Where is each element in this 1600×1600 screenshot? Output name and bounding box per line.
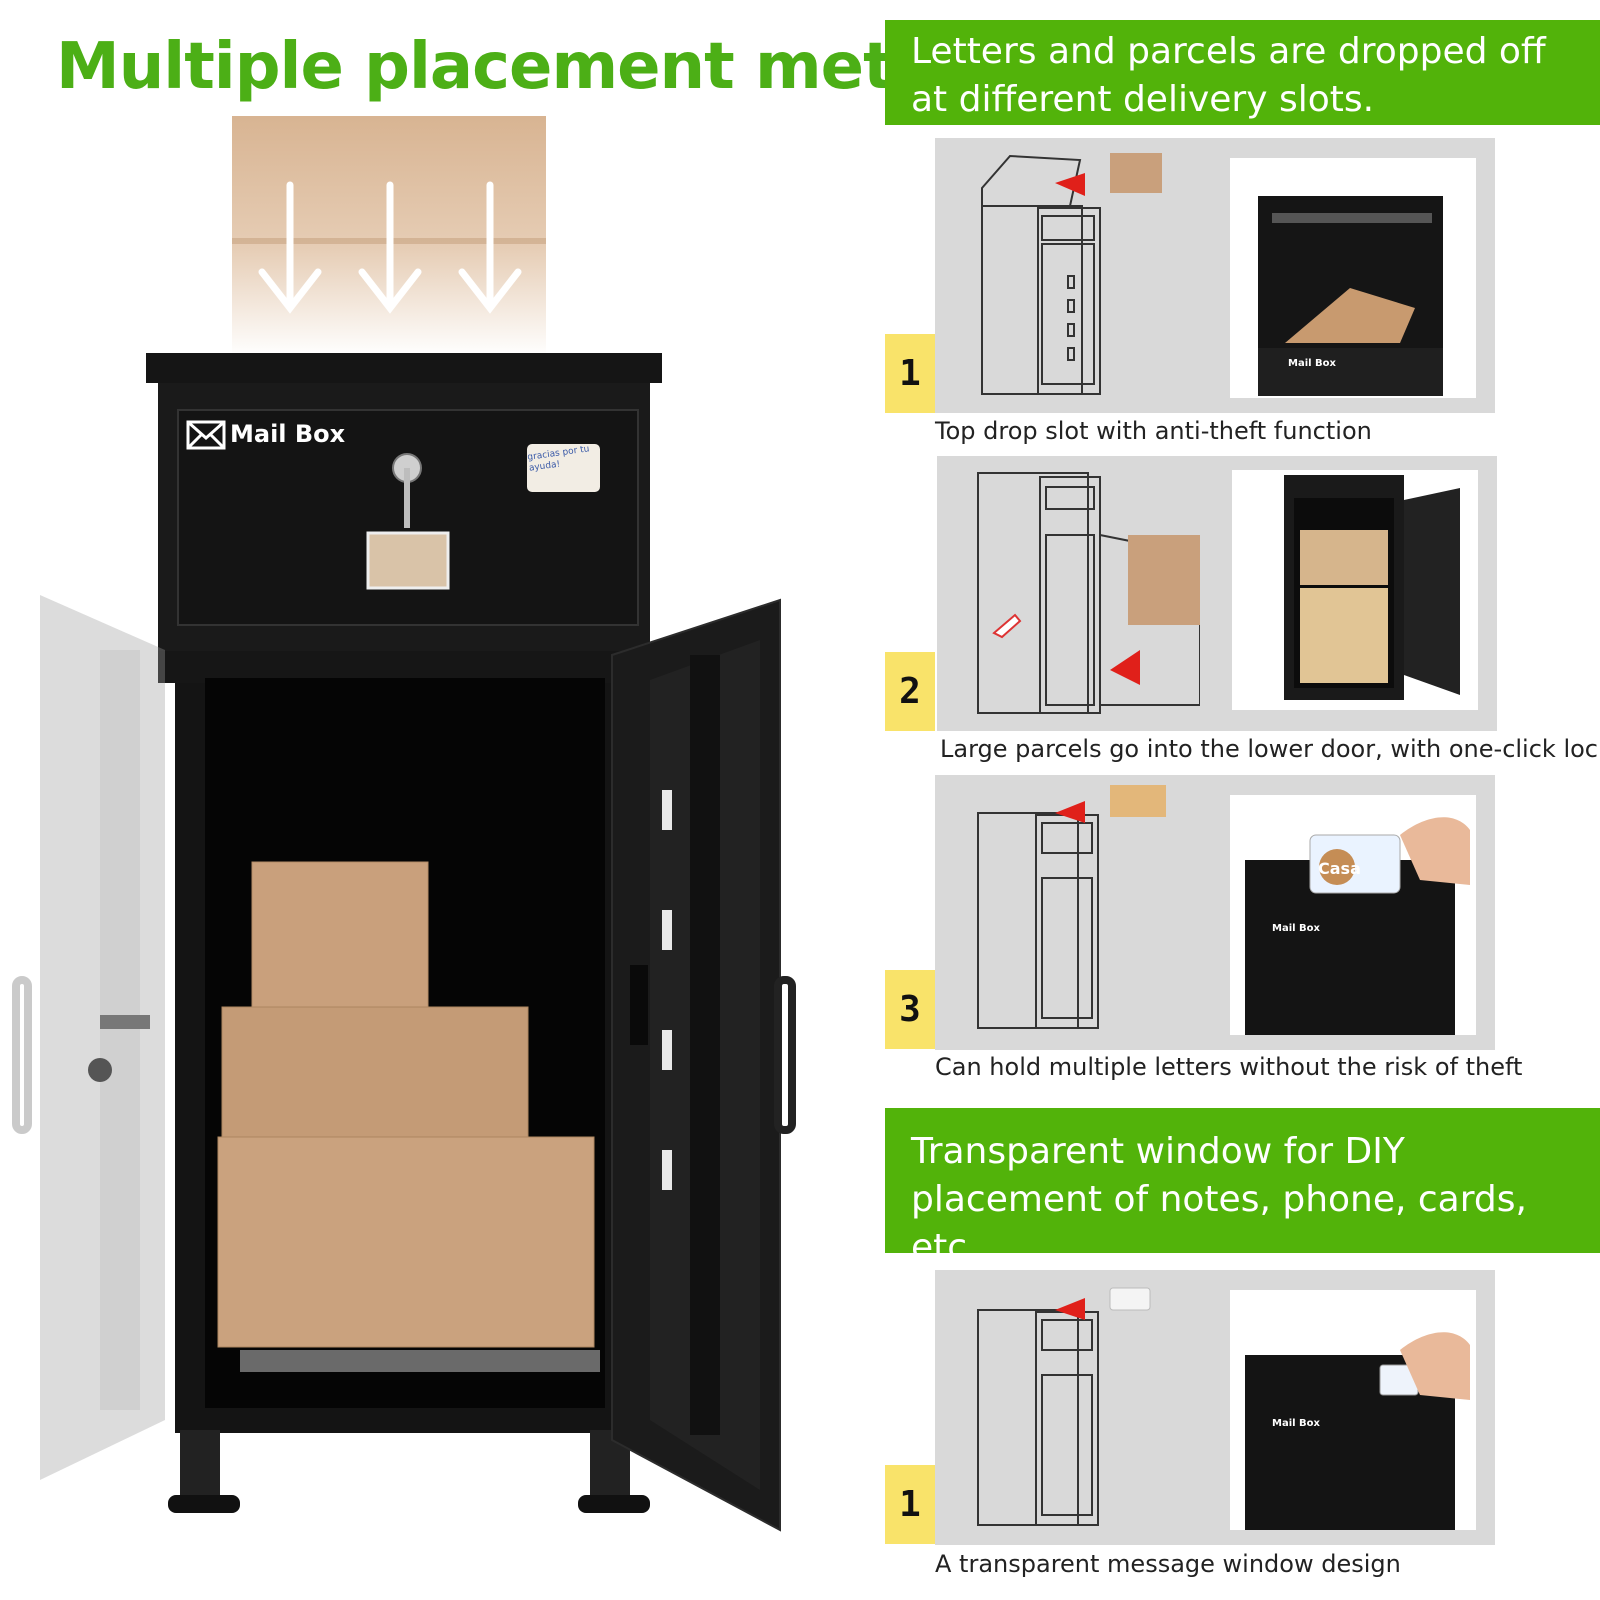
banner-bottom: Transparent window for DIY placement of … [885,1108,1600,1268]
banner-top: Letters and parcels are dropped off at d… [885,20,1600,125]
parcel-small [251,861,429,1011]
key-icon [88,1015,150,1082]
parcel-medium [221,1006,529,1138]
product-illustration [12,116,796,1532]
cabinet-line-drawing [977,472,1200,714]
step-photo-4: Mail Box [1230,1290,1476,1530]
transparent-window [366,531,450,590]
card-icon [1109,1287,1151,1311]
mailbox-brand-label: Mail Box [230,420,346,448]
step-photo-1: Mail Box [1230,158,1476,398]
step-photo-3: Casa Mail Box [1230,795,1476,1035]
mailbox-label-photo: Mail Box [1272,923,1320,934]
cabinet-top [146,353,662,383]
parcel-icon [1110,153,1162,193]
down-arrow-icon [258,181,522,314]
step-number-1: 1 [885,334,935,413]
cabinet-line-drawing [981,153,1162,395]
step-caption-4: A transparent message window design [935,1550,1401,1578]
envelope-icon [186,420,226,450]
note-card [527,444,600,492]
step-caption-3: Can hold multiple letters without the ri… [935,1053,1523,1081]
key-icon [392,453,422,528]
step-photo-2 [1232,470,1478,710]
step-number-3: 3 [885,970,935,1049]
cursor-hand-icon [992,613,1022,639]
red-arrow-icon [1110,650,1140,685]
mailbox-label-photo: Mail Box [1272,1418,1320,1429]
step-number-4: 1 [885,1465,935,1544]
red-arrow-icon [1055,801,1085,823]
mailbox-label-photo: Mail Box [1288,358,1336,369]
cabinet-line-drawing [977,1287,1151,1526]
step-caption-2: Large parcels go into the lower door, wi… [940,735,1600,763]
step-caption-1: Top drop slot with anti-theft function [935,417,1372,445]
envelope-text: Casa [1318,859,1361,878]
parcel-large [217,1136,595,1348]
ghost-door [12,595,165,1480]
step-number-2: 2 [885,652,935,731]
cabinet-line-drawing [977,785,1166,1029]
red-arrow-icon [1055,1298,1085,1320]
parcel-icon [1128,535,1200,625]
envelope-icon [1110,785,1166,817]
red-arrow-icon [1055,173,1085,196]
